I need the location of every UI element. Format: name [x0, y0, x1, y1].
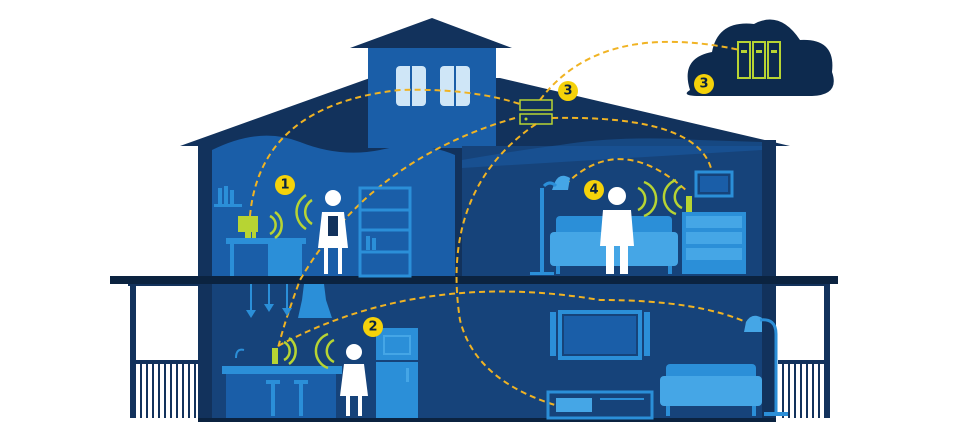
cloud-icon: [686, 19, 834, 96]
person-icon: [600, 187, 634, 274]
bookshelf-icon: [358, 186, 412, 278]
line-lamp-upper: [564, 158, 689, 193]
signal-lines: [249, 40, 751, 406]
person-icon: [340, 344, 368, 416]
line-router-cloud: [539, 40, 741, 101]
bar-stools: [266, 380, 308, 416]
badge-1: 1: [275, 175, 295, 195]
floor-lamp-icon: [530, 175, 570, 275]
upper-right-room-furniture: [530, 170, 746, 275]
sofa-icon: [660, 364, 762, 416]
badge-2: 2: [363, 317, 383, 337]
badge-4: 4: [584, 180, 604, 200]
line-computer-router: [249, 88, 521, 217]
tv-icon: [694, 170, 734, 198]
computer-icon: [238, 216, 258, 238]
hanging-lights: [246, 284, 292, 318]
smart-plug-icon: [272, 348, 278, 364]
upper-left-room-furniture: [214, 186, 412, 278]
line-kitchen-livinglamp: [277, 290, 751, 347]
smart-plug-icon: [686, 196, 692, 212]
badges: 1 2 3 3 4: [275, 74, 714, 337]
dormer-wall: [368, 48, 496, 148]
badge-3-router-label: 3: [563, 84, 572, 99]
dresser-icon: [682, 212, 746, 274]
badge-1-label: 1: [280, 178, 289, 193]
living-room-furniture: [546, 310, 788, 420]
wifi-signal-icon: [637, 178, 683, 218]
badge-3-cloud: 3: [694, 74, 714, 94]
wifi-signal-icon: [269, 193, 313, 240]
wall-shelf-books: [214, 186, 242, 207]
line-router-tv-console: [455, 123, 556, 406]
badge-3-cloud-label: 3: [699, 77, 708, 92]
tv-icon: [550, 310, 650, 360]
dormer-roof: [350, 18, 512, 48]
kitchen-furniture: [222, 284, 418, 418]
server-rack-icon: [737, 41, 781, 79]
range-hood: [298, 284, 332, 318]
floor-lamp-icon: [744, 315, 788, 416]
tv-console: [546, 390, 654, 420]
desk: [226, 238, 306, 276]
badge-2-label: 2: [368, 320, 377, 335]
wifi-signal-icon: [283, 332, 335, 370]
fridge-icon: [376, 328, 418, 418]
badge-4-label: 4: [589, 183, 598, 198]
badge-3-router: 3: [558, 81, 578, 101]
kitchen-counter: [222, 348, 342, 418]
floor-divider: [110, 276, 838, 284]
person-icon: [318, 190, 348, 274]
line-router-tv-upstairs: [551, 116, 713, 173]
